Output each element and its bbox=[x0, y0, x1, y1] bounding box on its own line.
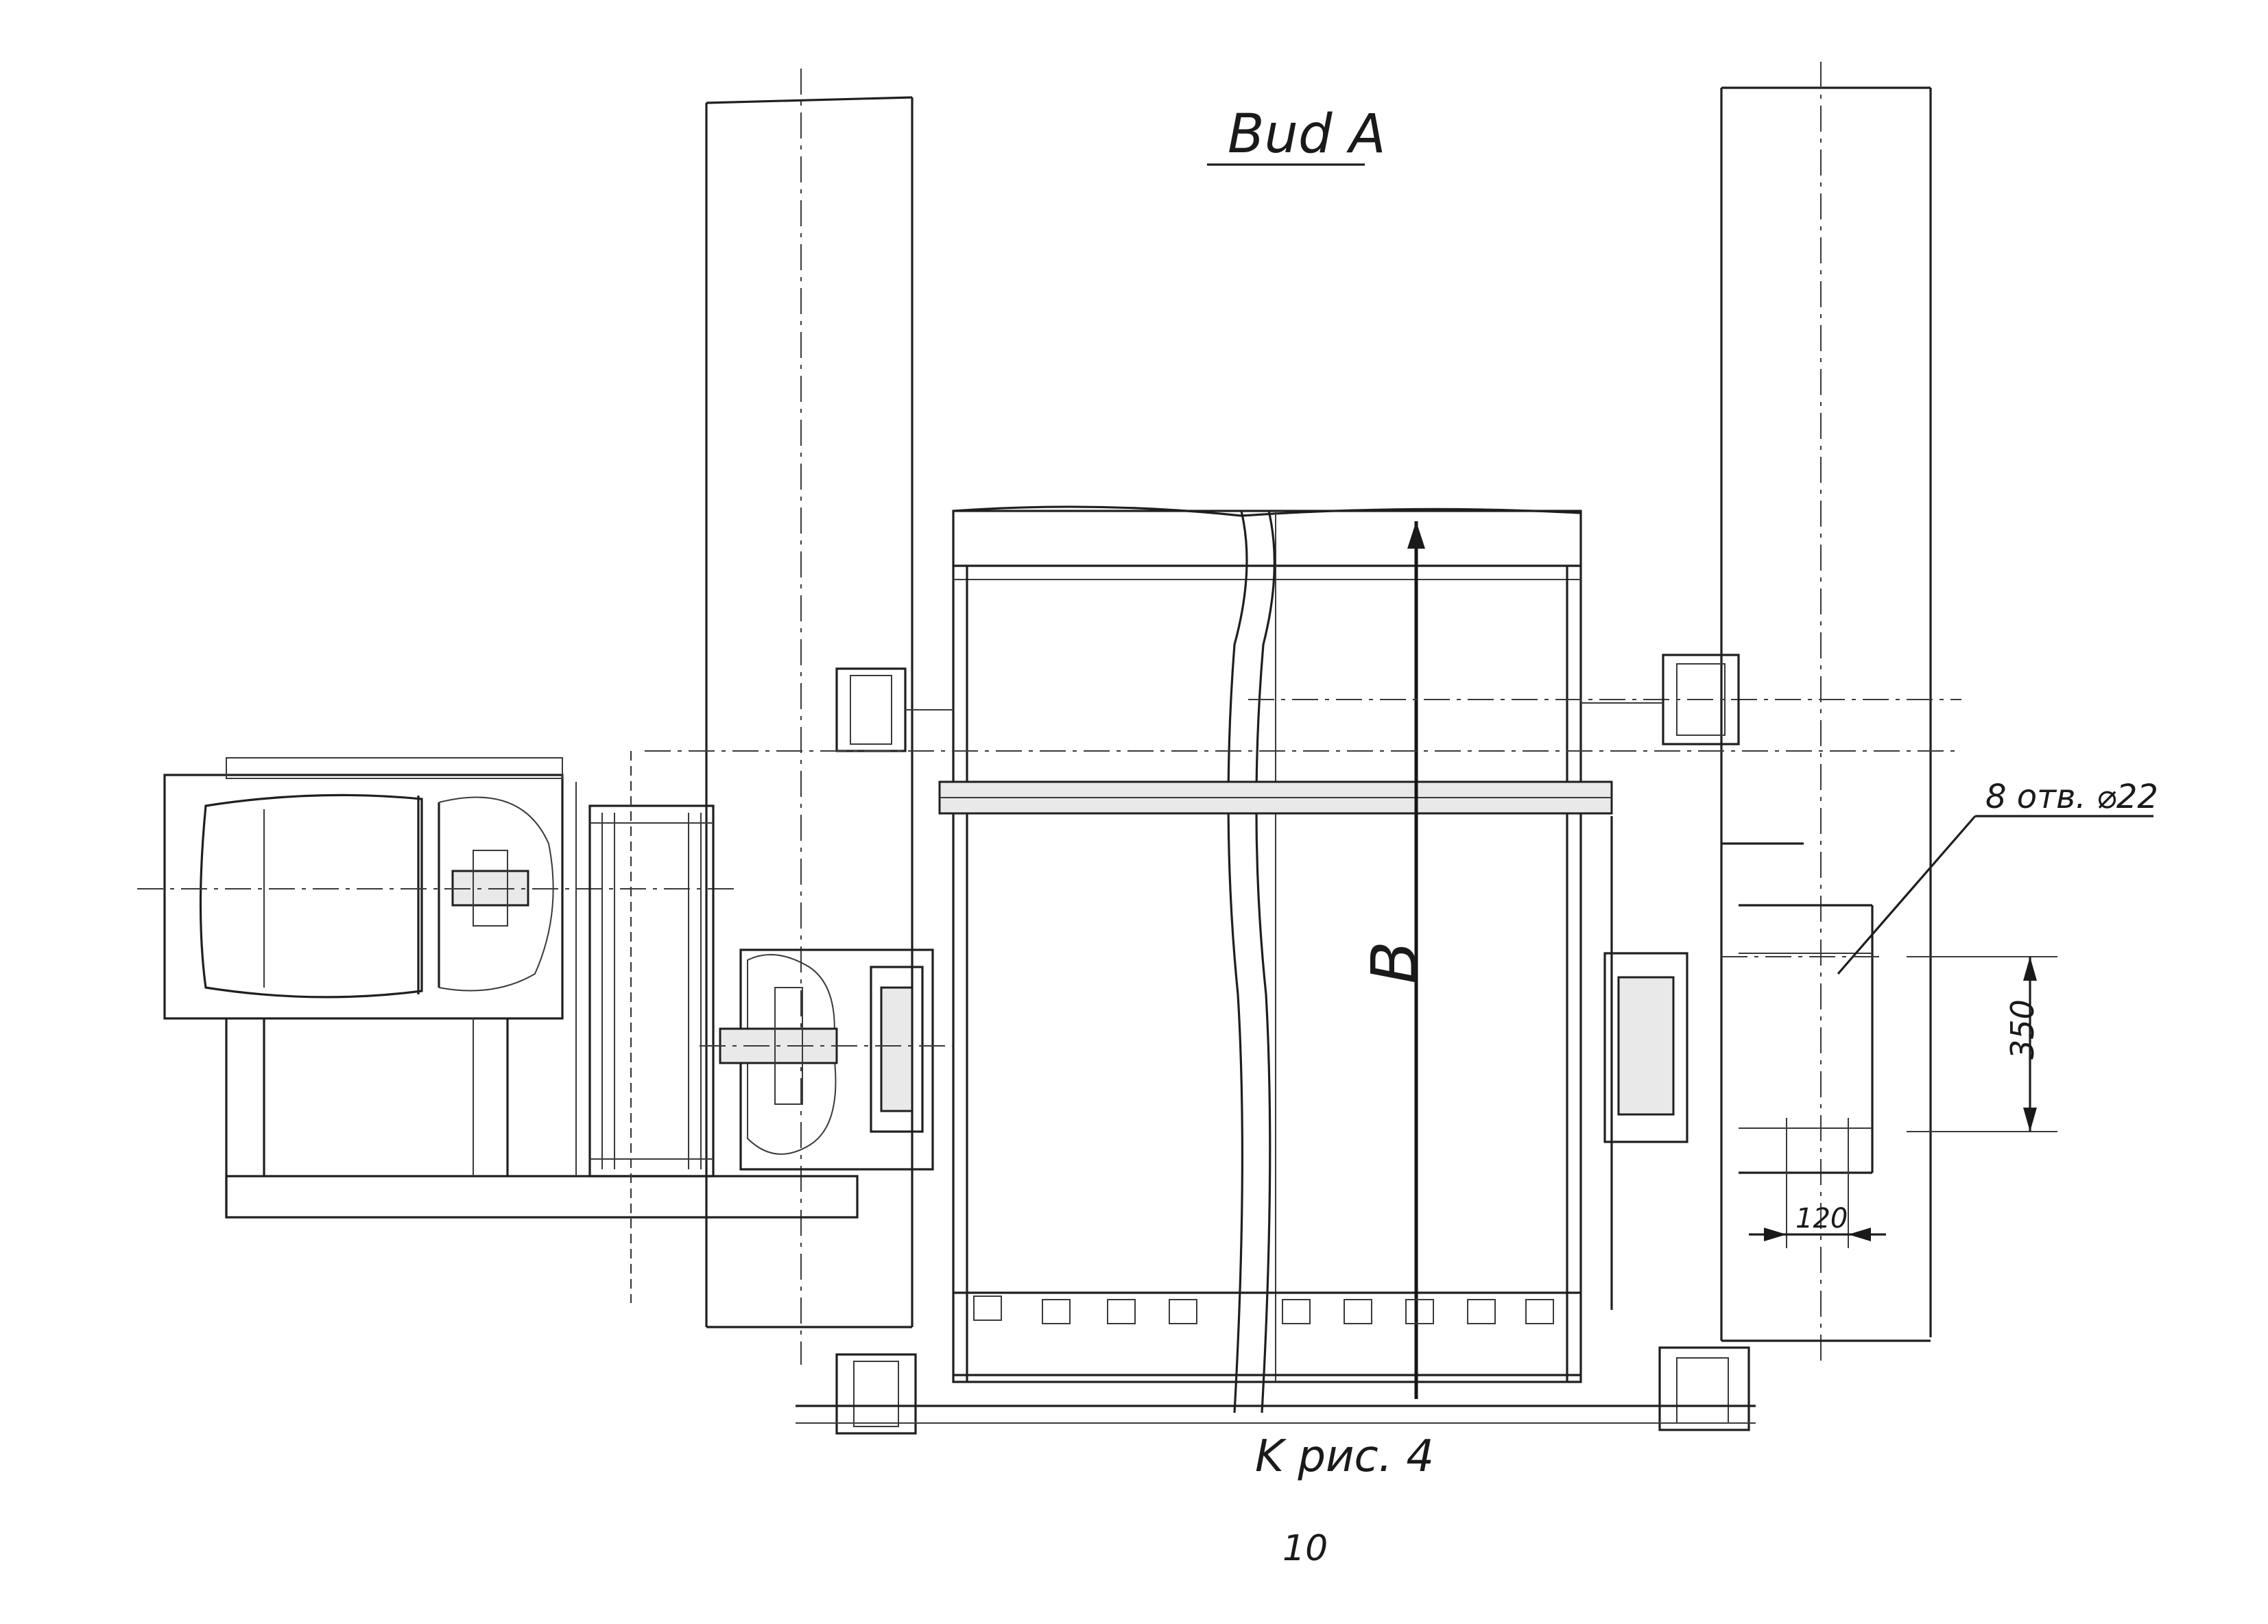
bearing-block-top-left bbox=[835, 667, 953, 752]
page-number: 10 bbox=[1282, 1528, 1328, 1569]
hole-note-text: 8 отв. ⌀22 bbox=[1985, 778, 2158, 816]
view-title-text: Bud A bbox=[1228, 104, 1386, 165]
bearing-block-bottom-left bbox=[835, 1353, 917, 1435]
left-frame-column bbox=[705, 69, 914, 1365]
dimension-120-text: 120 bbox=[1795, 1203, 1848, 1234]
view-title: Bud A bbox=[1207, 104, 1386, 166]
right-frame-column bbox=[1720, 62, 1932, 1365]
motor-base-frame bbox=[225, 782, 859, 1219]
dimension-350-text: 350 bbox=[2004, 999, 2041, 1060]
gearbox bbox=[700, 948, 953, 1171]
hole-callout: 8 отв. ⌀22 bbox=[1837, 778, 2158, 975]
bearing-block-top-right bbox=[1581, 654, 1740, 745]
dimension-350: 350 bbox=[1907, 956, 2057, 1132]
right-support-bracket bbox=[1603, 816, 1874, 1310]
figure-caption: K рис. 4 bbox=[1255, 1431, 1434, 1482]
bearing-block-bottom-right bbox=[1658, 1346, 1750, 1431]
brake-disc bbox=[588, 804, 715, 1178]
width-label: B bbox=[1358, 941, 1431, 984]
dimension-120: 120 bbox=[1749, 1118, 1886, 1248]
electric-motor bbox=[137, 757, 741, 1020]
drum-body: B bbox=[938, 505, 1961, 1413]
